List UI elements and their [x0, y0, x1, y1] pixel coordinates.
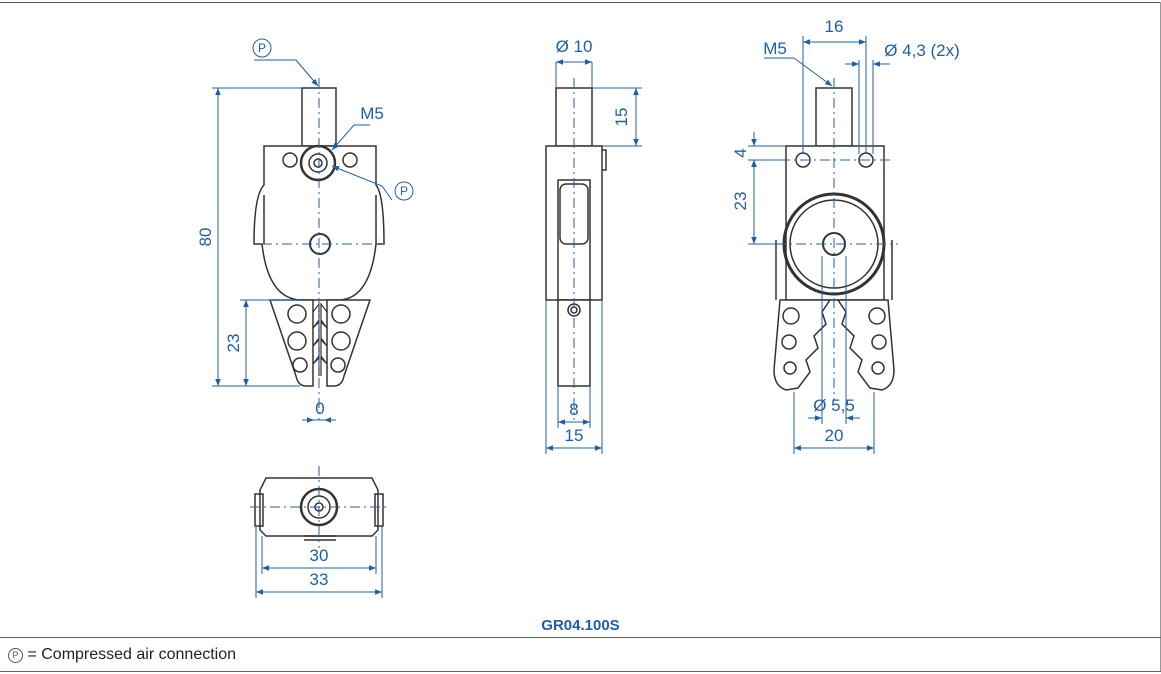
dim-shaft-diameter: Ø 10	[556, 37, 593, 56]
dim-jaw-gap: 0	[315, 399, 324, 418]
dim-height-total: 80	[196, 228, 215, 247]
front-view-labels: P M5 P 80 23 0	[196, 41, 408, 418]
rear-thread-label: M5	[763, 39, 787, 58]
dim-jaw-span: 20	[825, 426, 844, 445]
side-view	[545, 87, 607, 387]
pressure-marker-top: P	[258, 41, 266, 55]
dim-hole-diameter: Ø 4,3 (2x)	[884, 41, 960, 60]
dim-inner-width: 30	[310, 546, 329, 565]
top-border	[0, 2, 1161, 3]
dim-height-lower: 23	[224, 334, 243, 353]
dim-hole-spacing: 16	[825, 17, 844, 36]
legend: P = Compressed air connection	[8, 646, 236, 664]
dim-jaw-width: 8	[569, 400, 578, 419]
legend-text: = Compressed air connection	[27, 646, 237, 663]
side-view-labels: Ø 10 15 8 15	[556, 37, 631, 445]
front-thread-label: M5	[360, 104, 384, 123]
separator-bottom	[0, 671, 1161, 672]
separator-top	[0, 637, 1161, 638]
dim-shaft-length: 15	[612, 108, 631, 127]
dim-center-distance: 23	[731, 192, 750, 211]
dim-body-width: 15	[565, 426, 584, 445]
rear-view-labels: 16 M5 Ø 4,3 (2x) 4 23 Ø 5,5 20	[731, 17, 960, 445]
dim-outer-width: 33	[310, 570, 329, 589]
dim-hole-offset: 4	[731, 148, 750, 157]
drawing-caption: GR04.100S	[541, 617, 620, 634]
pressure-marker-icon: P	[8, 648, 23, 663]
bottom-view-labels: 30 33	[310, 546, 329, 589]
pressure-marker-side: P	[400, 184, 408, 198]
dim-pin-diameter: Ø 5,5	[813, 396, 855, 415]
